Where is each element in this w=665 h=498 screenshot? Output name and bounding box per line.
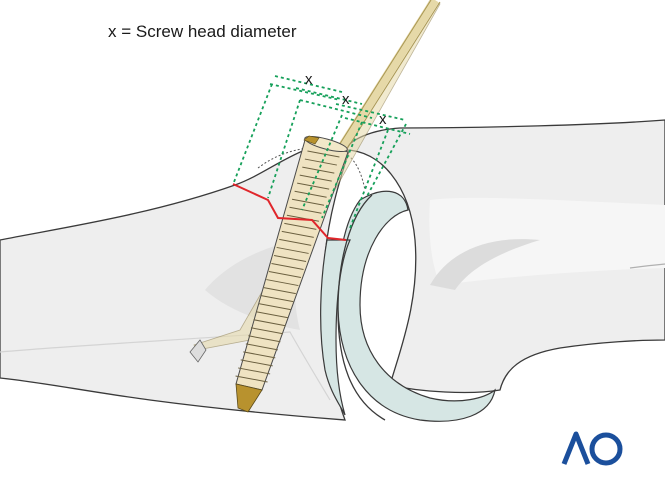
dimension-label-x3: x (379, 111, 387, 128)
dimension-label-x2: x (342, 91, 350, 108)
screw-thread (243, 351, 276, 359)
distal-bone-line (629, 263, 665, 269)
screw-thread (240, 359, 273, 367)
guide-wire (189, 0, 441, 363)
screw-thread (297, 182, 330, 190)
screw-thread (263, 287, 296, 295)
screw-thread (273, 254, 307, 262)
caption: x = Screw head diameter (108, 22, 297, 41)
dimension-label-x1: x (305, 71, 313, 88)
screw-thread (289, 206, 322, 214)
screw-thread (284, 222, 317, 230)
screw-thread (279, 238, 312, 246)
screw-thread (245, 343, 278, 351)
screw-thread (253, 319, 286, 327)
screw-thread (307, 150, 340, 158)
screw-thread (266, 279, 299, 287)
screw-thread (281, 230, 314, 238)
screw-thread (271, 263, 304, 270)
screw-thread (235, 375, 268, 383)
ao-logo (561, 431, 623, 466)
screw-thread (302, 166, 335, 174)
screw-thread (248, 335, 281, 343)
screw-thread (294, 190, 327, 198)
screw-thread (256, 311, 289, 319)
lag-screw (235, 135, 349, 413)
distal-bone-highlight (429, 197, 665, 285)
screw-thread (258, 303, 291, 311)
screw-thread (291, 198, 325, 206)
screw-thread (250, 327, 284, 335)
distal-bone-shadow (430, 239, 540, 290)
dimension-guides (233, 75, 411, 229)
screw-thread (276, 246, 309, 254)
screw-thread (261, 295, 294, 303)
fracture-line (232, 183, 347, 241)
screw-thread (238, 367, 271, 375)
screw-thread (268, 271, 302, 279)
screw-threads (235, 150, 340, 383)
screw-thread (304, 158, 337, 166)
joint-line (337, 194, 386, 421)
